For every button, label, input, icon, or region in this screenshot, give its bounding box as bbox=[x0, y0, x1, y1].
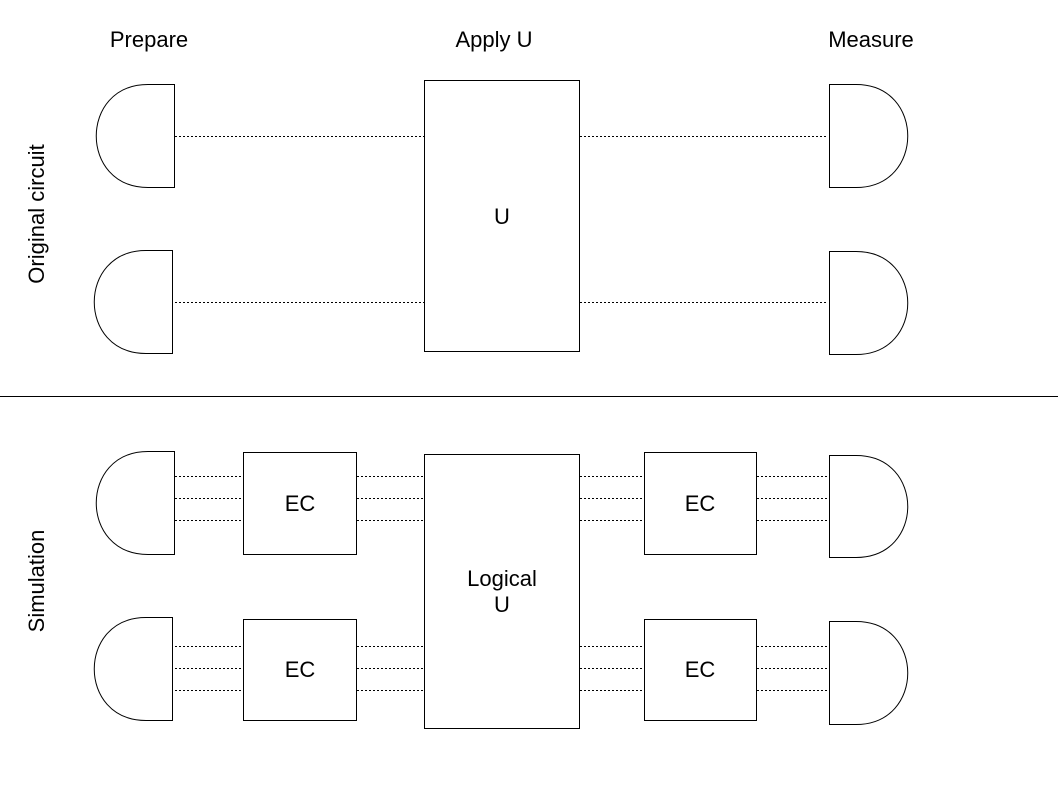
ec-label: EC bbox=[285, 491, 316, 516]
header-measure: Measure bbox=[828, 27, 914, 52]
simulation-circuit: EC EC EC EC Logical U bbox=[93, 451, 909, 729]
header-prepare: Prepare bbox=[110, 27, 188, 52]
ec-label: EC bbox=[285, 657, 316, 682]
section-label-simulation: Simulation bbox=[24, 530, 49, 633]
ec-label: EC bbox=[685, 491, 716, 516]
prepare-state-shape bbox=[93, 617, 173, 721]
measure-shape bbox=[829, 251, 909, 355]
prepare-state-shape bbox=[95, 451, 175, 555]
logical-u-gate bbox=[424, 454, 580, 729]
measure-shape bbox=[829, 621, 909, 725]
ec-box bbox=[644, 452, 757, 555]
logical-u-label-line1: Logical bbox=[467, 566, 537, 591]
prepare-state-shape bbox=[93, 250, 173, 354]
prepare-state-shape bbox=[95, 84, 175, 188]
u-gate-label: U bbox=[494, 204, 510, 229]
u-gate bbox=[424, 80, 580, 352]
ec-box bbox=[243, 452, 357, 555]
ec-label: EC bbox=[685, 657, 716, 682]
logical-u-label-line2: U bbox=[494, 592, 510, 617]
wire-bundle bbox=[175, 646, 828, 691]
header-apply: Apply U bbox=[455, 27, 532, 52]
ec-box bbox=[644, 619, 757, 721]
wire-bundle bbox=[175, 476, 828, 521]
original-circuit: U bbox=[93, 80, 909, 355]
measure-shape bbox=[829, 455, 909, 558]
section-label-original: Original circuit bbox=[24, 144, 49, 283]
measure-shape bbox=[829, 84, 909, 188]
ec-box bbox=[243, 619, 357, 721]
